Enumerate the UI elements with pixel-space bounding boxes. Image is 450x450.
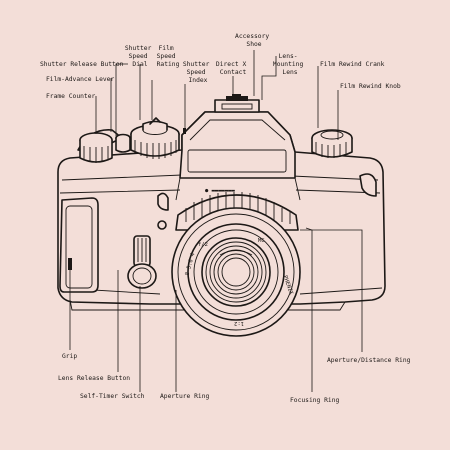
label-frame-counter: Frame Counter: [46, 93, 95, 100]
shutter-speed-dial: [130, 120, 180, 159]
lens-focal-marking: 1:2: [234, 320, 244, 326]
label-accessory-shoe: Accessory Shoe: [235, 33, 273, 48]
lens-mc-marking: MC: [258, 238, 265, 244]
label-lens-mounting-lens: Lens- Mounting Lens: [273, 53, 307, 76]
label-shutter-speed-index: Shutter Speed Index: [183, 61, 213, 84]
film-speed-rating: [149, 117, 161, 125]
label-direct-x-contact: Direct X Contact: [216, 61, 250, 76]
film-rewind-knob: [311, 129, 353, 158]
aperture-ring: [177, 213, 295, 331]
label-self-timer-switch: Self-Timer Switch: [80, 393, 145, 400]
leader-lines: [69, 50, 363, 392]
label-grip: Grip: [62, 353, 77, 360]
label-shutter-release-button: Shutter Release Button: [40, 61, 124, 68]
accessory-shoe: [214, 96, 260, 113]
label-focusing-ring: Focusing Ring: [290, 397, 339, 404]
lens-scale-marking: 8 5.6 4: [185, 252, 197, 277]
lens: f/2 MC PHENIX 1:2 8 5.6 4: [171, 192, 301, 337]
frame-counter: [79, 132, 113, 163]
prism-housing: [179, 111, 296, 179]
label-aperture-ring: Aperture Ring: [160, 393, 209, 400]
label-film-rewind-knob: Film Rewind Knob: [340, 83, 401, 90]
self-timer-switch: [127, 235, 157, 289]
lens-release-button: [157, 220, 167, 230]
lens-aperture-marking: f/2: [198, 242, 208, 248]
label-film-rewind-crank: Film Rewind Crank: [320, 61, 385, 68]
shutter-release-button: [115, 133, 131, 153]
label-shutter-speed-dial: Shutter Speed Dial: [125, 45, 155, 68]
svg-text:● ▬▬▬▬▬▬▬: ● ▬▬▬▬▬▬▬: [205, 188, 235, 194]
direct-x-contact: [232, 94, 241, 97]
label-aperture-distance-ring: Aperture/Distance Ring: [327, 357, 411, 364]
label-film-speed-rating: Film Speed Rating: [157, 45, 180, 68]
label-lens-release-button: Lens Release Button: [58, 375, 130, 382]
shutter-speed-index: [183, 128, 186, 134]
label-film-advance-lever: Film-Advance Lever: [46, 76, 114, 83]
labels: Accessory Shoe Lens- Mounting Lens Film …: [40, 33, 411, 404]
